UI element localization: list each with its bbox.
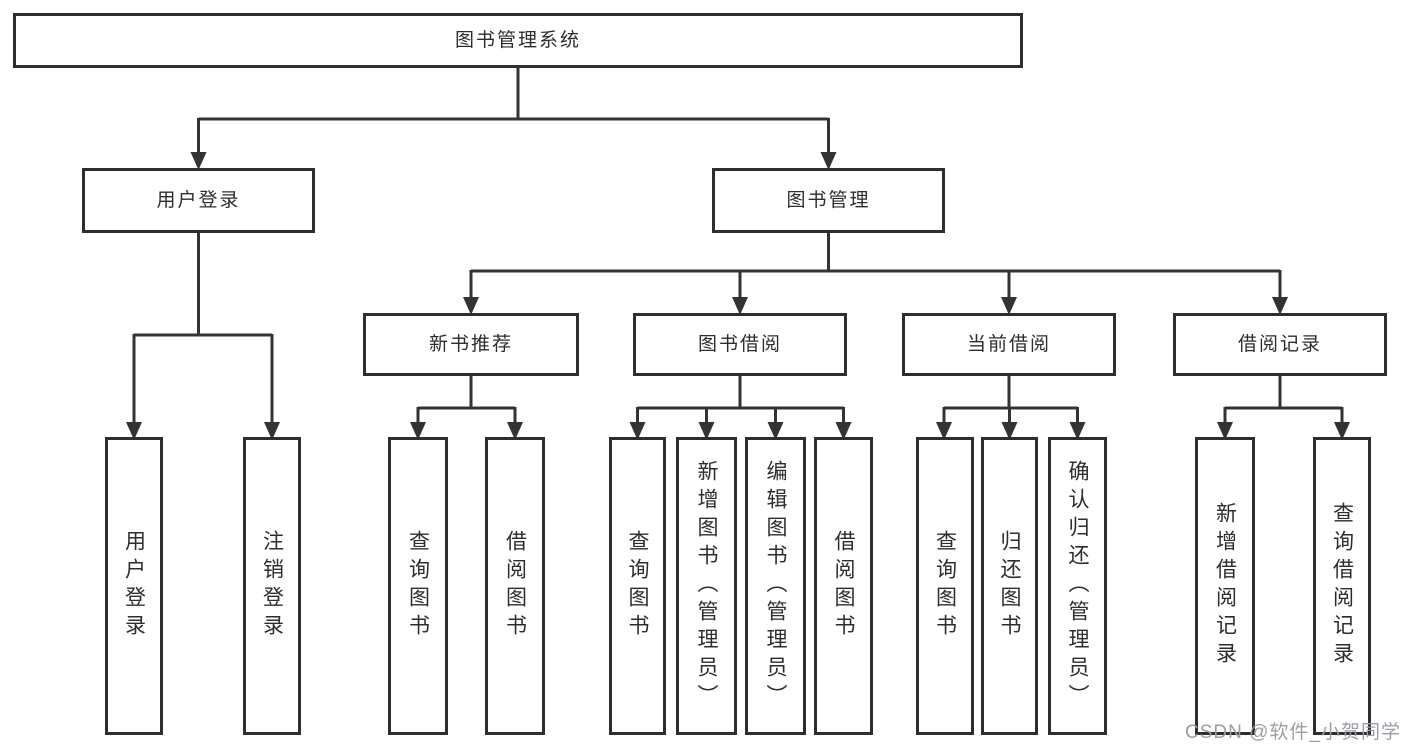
- leaf-user-login-label: 用户登录: [122, 530, 146, 642]
- leaf-query-borrow-record-label: 查询借阅记录: [1330, 502, 1354, 670]
- arrowheads: [126, 152, 1350, 440]
- leaf-query-book-current-label: 查询图书: [933, 530, 957, 642]
- leaf-confirm-return-admin-label: 确认归还（管理员）: [1066, 460, 1089, 712]
- node-root: 图书管理系统: [13, 13, 1023, 68]
- leaf-borrow-book: 借阅图书: [814, 437, 873, 735]
- leaf-return-book-label: 归还图书: [998, 530, 1021, 642]
- leaf-query-borrow-record: 查询借阅记录: [1313, 437, 1371, 735]
- node-book-management: 图书管理: [712, 168, 945, 233]
- node-new-book-recommend-label: 新书推荐: [428, 334, 513, 355]
- leaf-query-book-borrow: 查询图书: [609, 437, 666, 735]
- leaf-return-book: 归还图书: [981, 437, 1038, 735]
- node-root-label: 图书管理系统: [454, 30, 581, 51]
- leaf-edit-book-admin: 编辑图书（管理员）: [745, 437, 806, 735]
- leaf-edit-book-admin-label: 编辑图书（管理员）: [764, 460, 787, 712]
- leaf-logout-label: 注销登录: [260, 530, 284, 642]
- node-user-login-label: 用户登录: [156, 190, 241, 211]
- connector-paths: [132, 66, 1344, 424]
- node-borrow-record: 借阅记录: [1173, 313, 1387, 376]
- node-book-management-label: 图书管理: [786, 190, 871, 211]
- node-book-borrow: 图书借阅: [633, 313, 847, 376]
- leaf-borrow-book-label: 借阅图书: [832, 530, 855, 642]
- leaf-add-book-admin: 新增图书（管理员）: [676, 437, 737, 735]
- leaf-query-book-borrow-label: 查询图书: [626, 530, 649, 642]
- leaf-add-borrow-record-label: 新增借阅记录: [1213, 502, 1237, 670]
- leaf-query-book-recommend-label: 查询图书: [406, 530, 430, 642]
- node-borrow-record-label: 借阅记录: [1237, 334, 1322, 355]
- leaf-logout: 注销登录: [243, 437, 301, 735]
- leaf-query-book-current: 查询图书: [916, 437, 974, 735]
- node-book-borrow-label: 图书借阅: [697, 334, 782, 355]
- node-new-book-recommend: 新书推荐: [363, 313, 579, 376]
- leaf-add-borrow-record: 新增借阅记录: [1195, 437, 1255, 735]
- leaf-borrow-book-recommend-label: 借阅图书: [503, 530, 527, 642]
- leaf-query-book-recommend: 查询图书: [388, 437, 448, 735]
- leaf-add-book-admin-label: 新增图书（管理员）: [695, 460, 718, 712]
- node-user-login: 用户登录: [82, 168, 315, 233]
- csdn-watermark: CSDN @软件_小贺同学: [1185, 722, 1401, 743]
- leaf-user-login: 用户登录: [105, 437, 163, 735]
- node-current-borrow: 当前借阅: [902, 313, 1116, 376]
- leaf-borrow-book-recommend: 借阅图书: [485, 437, 545, 735]
- leaf-confirm-return-admin: 确认归还（管理员）: [1048, 437, 1107, 735]
- node-current-borrow-label: 当前借阅: [966, 334, 1051, 355]
